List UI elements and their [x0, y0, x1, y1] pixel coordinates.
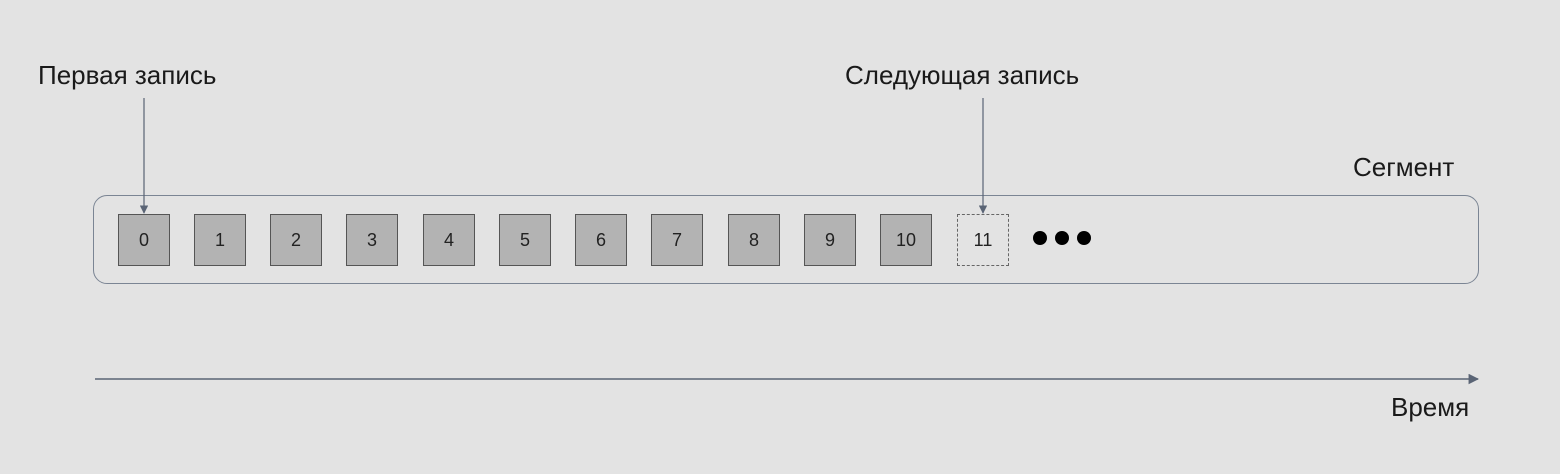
- segment-label: Сегмент: [1353, 152, 1455, 182]
- time-label: Время: [1391, 392, 1470, 422]
- record-9: 9: [804, 214, 856, 266]
- segment-container: [93, 195, 1479, 284]
- dot-icon: [1033, 231, 1047, 245]
- record-3: 3: [346, 214, 398, 266]
- record-1: 1: [194, 214, 246, 266]
- record-5: 5: [499, 214, 551, 266]
- record-0: 0: [118, 214, 170, 266]
- record-7: 7: [651, 214, 703, 266]
- ellipsis-dots: [1033, 231, 1091, 245]
- record-11-pending: 11: [957, 214, 1009, 266]
- record-10: 10: [880, 214, 932, 266]
- next-record-label: Следующая запись: [845, 60, 1080, 90]
- record-6: 6: [575, 214, 627, 266]
- record-2: 2: [270, 214, 322, 266]
- record-4: 4: [423, 214, 475, 266]
- dot-icon: [1055, 231, 1069, 245]
- first-record-label: Первая запись: [38, 60, 217, 90]
- record-8: 8: [728, 214, 780, 266]
- dot-icon: [1077, 231, 1091, 245]
